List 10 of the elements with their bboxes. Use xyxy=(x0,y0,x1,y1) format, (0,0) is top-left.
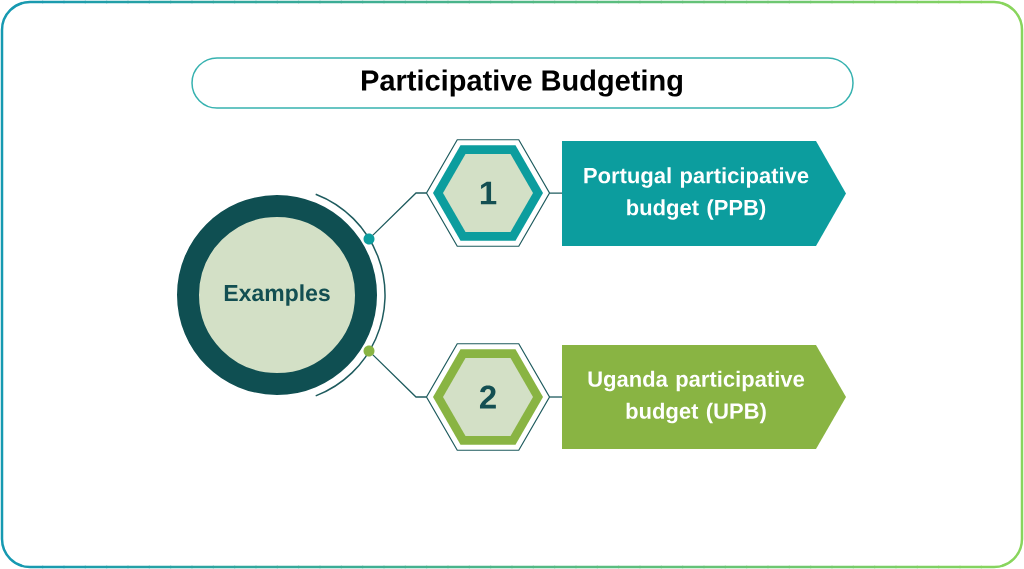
connector-line xyxy=(548,192,563,194)
connector-line xyxy=(372,192,428,236)
hexagon-badge: 2 xyxy=(425,343,551,451)
arrow-banner: Portugal participative budget (PPB) xyxy=(562,141,846,246)
connector-line xyxy=(372,354,428,398)
hexagon-badge: 1 xyxy=(425,139,551,247)
arrow-banner: Uganda participative budget (UPB) xyxy=(562,345,846,449)
connector-line xyxy=(548,396,563,398)
circle-node: Examples xyxy=(177,193,386,397)
title-box: Participative Budgeting xyxy=(191,57,854,109)
